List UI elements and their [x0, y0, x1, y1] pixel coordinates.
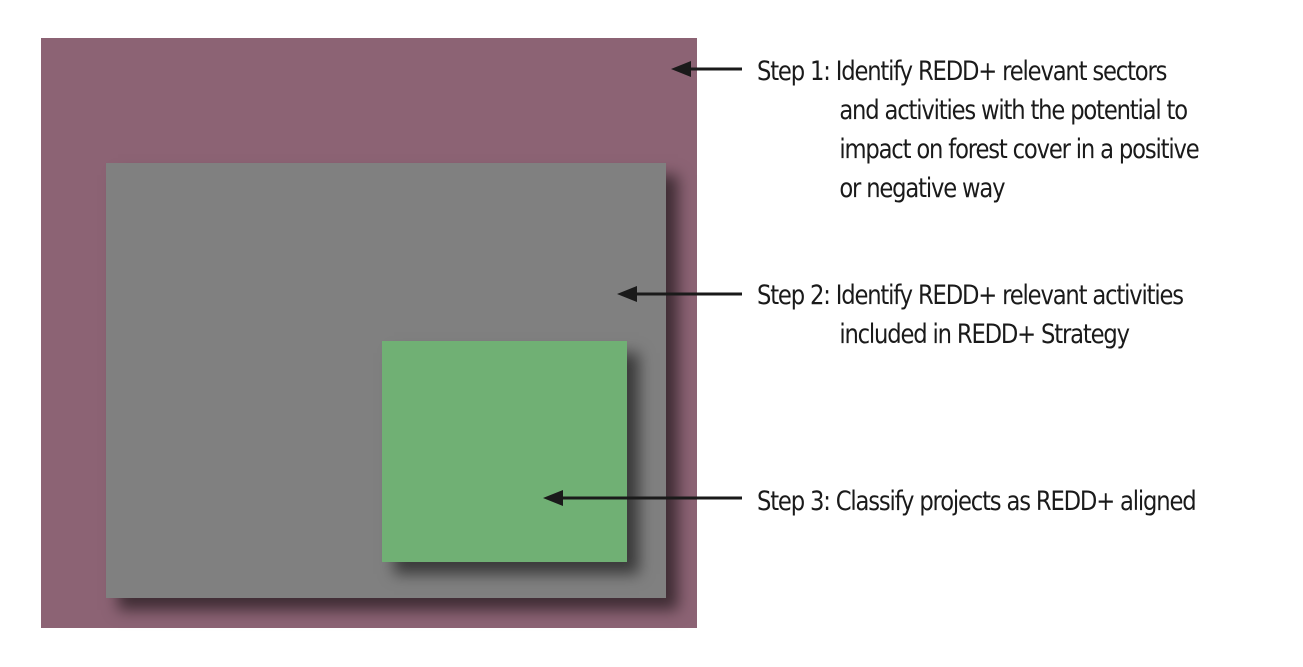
step-3-label: Step 3: Classify projects as REDD+ align… [757, 482, 1197, 521]
step-1-line-1: Step 1: Identify REDD+ relevant sectors [757, 56, 1167, 87]
step-3-arrow [543, 490, 742, 506]
step-3-aligned-projects-box [382, 341, 627, 562]
step-2-line-2: included in REDD+ Strategy [839, 319, 1130, 350]
step-2-arrow [617, 286, 742, 302]
step-3-line-1: Step 3: Classify projects as REDD+ align… [757, 486, 1197, 517]
step-2-label: Step 2: Identify REDD+ relevant activiti… [757, 276, 1184, 354]
step-1-line-3: impact on forest cover in a positive [839, 134, 1199, 165]
step-1-arrow [671, 61, 742, 77]
step-2-line-1: Step 2: Identify REDD+ relevant activiti… [757, 280, 1184, 311]
step-1-label: Step 1: Identify REDD+ relevant sectors … [757, 52, 1200, 208]
step-1-line-2: and activities with the potential to [839, 95, 1188, 126]
step-1-line-4: or negative way [839, 173, 1005, 204]
